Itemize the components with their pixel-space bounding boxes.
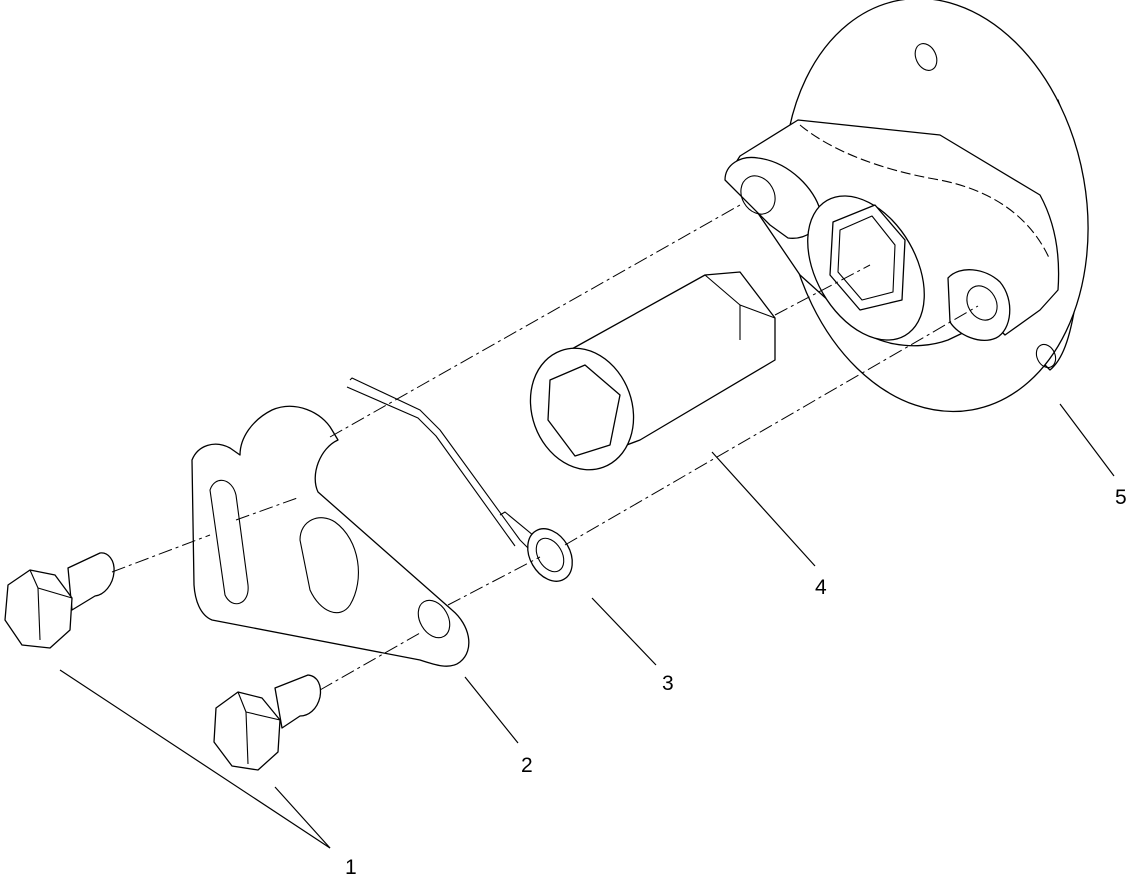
callout-3-washer: 3	[662, 672, 674, 695]
callout-4-coupler: 4	[815, 576, 827, 599]
flanged-housing	[724, 0, 1089, 413]
callout-2-plate: 2	[521, 754, 533, 777]
callout-5-housing: 5	[1115, 486, 1127, 509]
hex-bolt-lower	[213, 674, 322, 771]
spring-clip	[346, 377, 573, 582]
assembly-axis-lines	[111, 204, 979, 691]
mounting-plate	[191, 405, 470, 667]
hex-bolt-upper	[4, 552, 115, 649]
callout-1-bolts: 1	[345, 856, 357, 879]
hex-coupler	[529, 271, 776, 471]
leader-lines	[59, 403, 1115, 849]
